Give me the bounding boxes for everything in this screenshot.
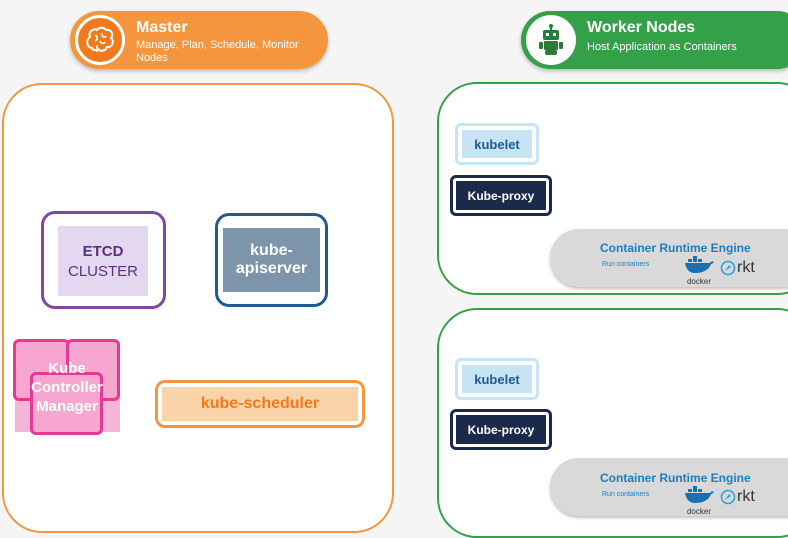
kubelet-1: kubelet <box>455 123 539 165</box>
controller-label-line2: Controller <box>31 378 103 396</box>
etcd-cluster-inner: ETCD CLUSTER <box>58 226 148 296</box>
brain-icon <box>86 26 114 52</box>
rkt-rocket-icon <box>720 260 736 276</box>
controller-manager-box3 <box>30 372 103 435</box>
worker-header: Worker Nodes Host Application as Contain… <box>521 11 788 69</box>
kube-apiserver-inner: kube- apiserver <box>223 228 320 292</box>
rkt-logo-1: rkt <box>720 259 755 277</box>
kube-proxy-1: Kube-proxy <box>450 175 552 216</box>
runtime-1-title: Container Runtime Engine <box>600 241 751 255</box>
container-runtime-1: Container Runtime Engine Run containers … <box>550 229 788 287</box>
rkt-logo-2: rkt <box>720 488 755 506</box>
worker-title: Worker Nodes <box>587 19 696 36</box>
runtime-2-title: Container Runtime Engine <box>600 471 751 485</box>
kube-proxy-2: Kube-proxy <box>450 409 552 450</box>
rkt-rocket-icon <box>720 489 736 505</box>
docker-logo-2: docker <box>683 486 715 516</box>
controller-label-line1: Kube <box>48 359 86 377</box>
rkt-label-1: rkt <box>737 259 755 276</box>
master-subtitle: Manage, Plan, Schedule, Monitor Nodes <box>136 39 299 65</box>
brain-icon-circle <box>75 15 125 65</box>
etcd-label: ETCD <box>82 242 124 260</box>
master-title: Master <box>136 19 188 36</box>
docker-label-2: docker <box>686 507 711 516</box>
docker-whale-icon <box>685 256 714 273</box>
etcd-cluster: ETCD CLUSTER <box>41 211 166 309</box>
apiserver-label-line2: apiserver <box>235 260 308 277</box>
docker-label-1: docker <box>686 277 711 286</box>
master-subtitle-line1: Manage, Plan, Schedule, Monitor <box>136 39 299 51</box>
kubelet-1-inner: kubelet <box>462 130 532 158</box>
runtime-1-subtitle: Run containers <box>602 261 650 268</box>
kubelet-2: kubelet <box>455 358 539 400</box>
kubelet-2-inner: kubelet <box>462 365 532 393</box>
master-header: Master Manage, Plan, Schedule, Monitor N… <box>70 11 328 69</box>
runtime-2-subtitle: Run containers <box>602 491 650 498</box>
master-subtitle-line2: Nodes <box>136 52 168 64</box>
container-runtime-2: Container Runtime Engine Run containers … <box>550 458 788 516</box>
robot-icon <box>539 24 563 55</box>
docker-logo-1: docker <box>683 256 715 286</box>
kube-proxy-2-inner: Kube-proxy <box>456 415 546 444</box>
kube-apiserver: kube- apiserver <box>215 213 328 307</box>
worker-subtitle: Host Application as Containers <box>587 41 737 53</box>
kube-proxy-1-inner: Kube-proxy <box>456 181 546 210</box>
apiserver-label-line1: kube- <box>250 242 293 259</box>
kube-scheduler: kube-scheduler <box>155 380 365 428</box>
controller-manager-label: Kube Controller Manager <box>13 354 121 420</box>
docker-whale-icon <box>685 486 714 503</box>
controller-label-line3: Manager <box>36 397 98 415</box>
etcd-cluster-label: CLUSTER <box>67 262 138 280</box>
kube-scheduler-inner: kube-scheduler <box>162 387 358 421</box>
robot-icon-circle <box>526 15 576 65</box>
rkt-label-2: rkt <box>737 488 755 505</box>
